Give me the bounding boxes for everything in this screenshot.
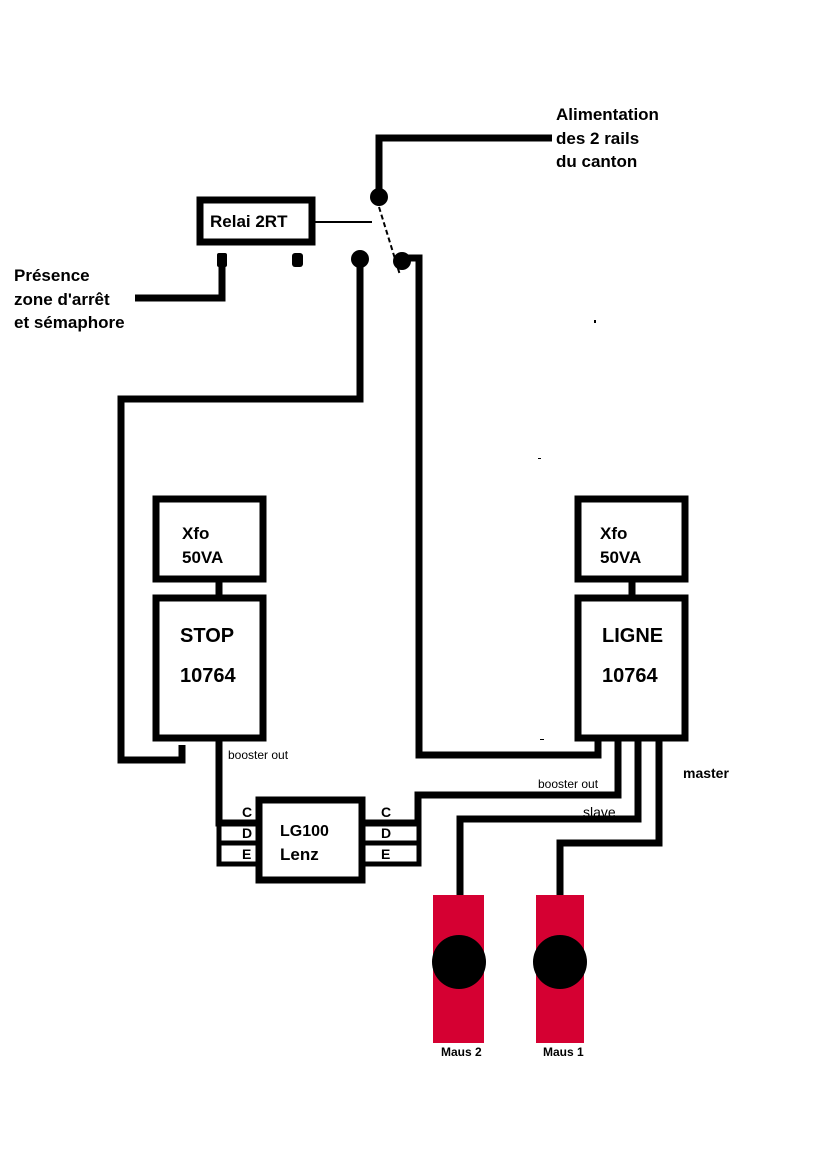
ligne-booster-group: Xfo 50VA LIGNE 10764 booster out slave m… bbox=[538, 495, 729, 820]
stop-booster-group: Xfo 50VA STOP 10764 booster out bbox=[152, 495, 289, 827]
power-feed bbox=[312, 134, 552, 276]
lg100-module: LG100 Lenz C D E C D E bbox=[216, 796, 422, 884]
ligne-box bbox=[574, 594, 689, 742]
lg-right-pin-d: D bbox=[381, 825, 391, 841]
lg-right-pin-c: C bbox=[381, 804, 391, 820]
maus-1: Maus 1 bbox=[533, 895, 587, 1059]
lg100-line-1: LG100 bbox=[280, 823, 329, 840]
xfo-left-line-1: Xfo bbox=[182, 524, 209, 543]
switch-common-terminal bbox=[370, 188, 388, 206]
master-label: master bbox=[683, 765, 729, 781]
lg100-line-2: Lenz bbox=[280, 845, 319, 864]
alimentation-line-1: Alimentation bbox=[556, 105, 659, 124]
maus-2-knob bbox=[432, 935, 486, 989]
wire-slave bbox=[456, 740, 642, 900]
xfo-right-box bbox=[574, 495, 689, 583]
presence-line-3: et sémaphore bbox=[14, 313, 125, 332]
alimentation-line-2: des 2 rails bbox=[556, 129, 639, 148]
switch-nc-terminal bbox=[351, 250, 369, 268]
relay: Relai 2RT bbox=[135, 196, 316, 302]
xfo-right-line-1: Xfo bbox=[600, 524, 627, 543]
relay-box bbox=[196, 196, 316, 246]
presence-label: Présence zone d'arrêt et sémaphore bbox=[14, 266, 125, 332]
wire-ligne-feed bbox=[402, 254, 602, 759]
wire-stop-feed bbox=[117, 262, 364, 764]
presence-line-1: Présence bbox=[14, 266, 90, 285]
maus-2-label: Maus 2 bbox=[441, 1045, 482, 1059]
lg100-box bbox=[255, 796, 366, 884]
relay-pin-1 bbox=[217, 253, 227, 267]
maus-2: Maus 2 bbox=[432, 895, 486, 1059]
presence-line-2: zone d'arrêt bbox=[14, 290, 110, 309]
xfo-left-line-2: 50VA bbox=[182, 548, 223, 567]
xfo-right-line-2: 50VA bbox=[600, 548, 641, 567]
booster-out-right: booster out bbox=[538, 777, 599, 791]
ligne-number: 10764 bbox=[602, 665, 658, 687]
ligne-label: LIGNE bbox=[602, 625, 663, 647]
stop-label: STOP bbox=[180, 625, 234, 647]
alimentation-line-3: du canton bbox=[556, 152, 637, 171]
lg-left-pin-e: E bbox=[242, 846, 251, 862]
relay-pin-2 bbox=[292, 253, 303, 267]
lg-right-pin-e: E bbox=[381, 846, 390, 862]
stop-number: 10764 bbox=[180, 665, 236, 687]
stop-box bbox=[152, 594, 267, 742]
maus-1-knob bbox=[533, 935, 587, 989]
xfo-left-box bbox=[152, 495, 267, 583]
maus-1-label: Maus 1 bbox=[543, 1045, 584, 1059]
wire-master bbox=[556, 740, 663, 900]
relay-label: Relai 2RT bbox=[210, 212, 288, 231]
booster-out-left: booster out bbox=[228, 748, 289, 762]
alimentation-label: Alimentation des 2 rails du canton bbox=[556, 105, 659, 171]
lg-left-pin-c: C bbox=[242, 804, 252, 820]
lg-left-pin-d: D bbox=[242, 825, 252, 841]
